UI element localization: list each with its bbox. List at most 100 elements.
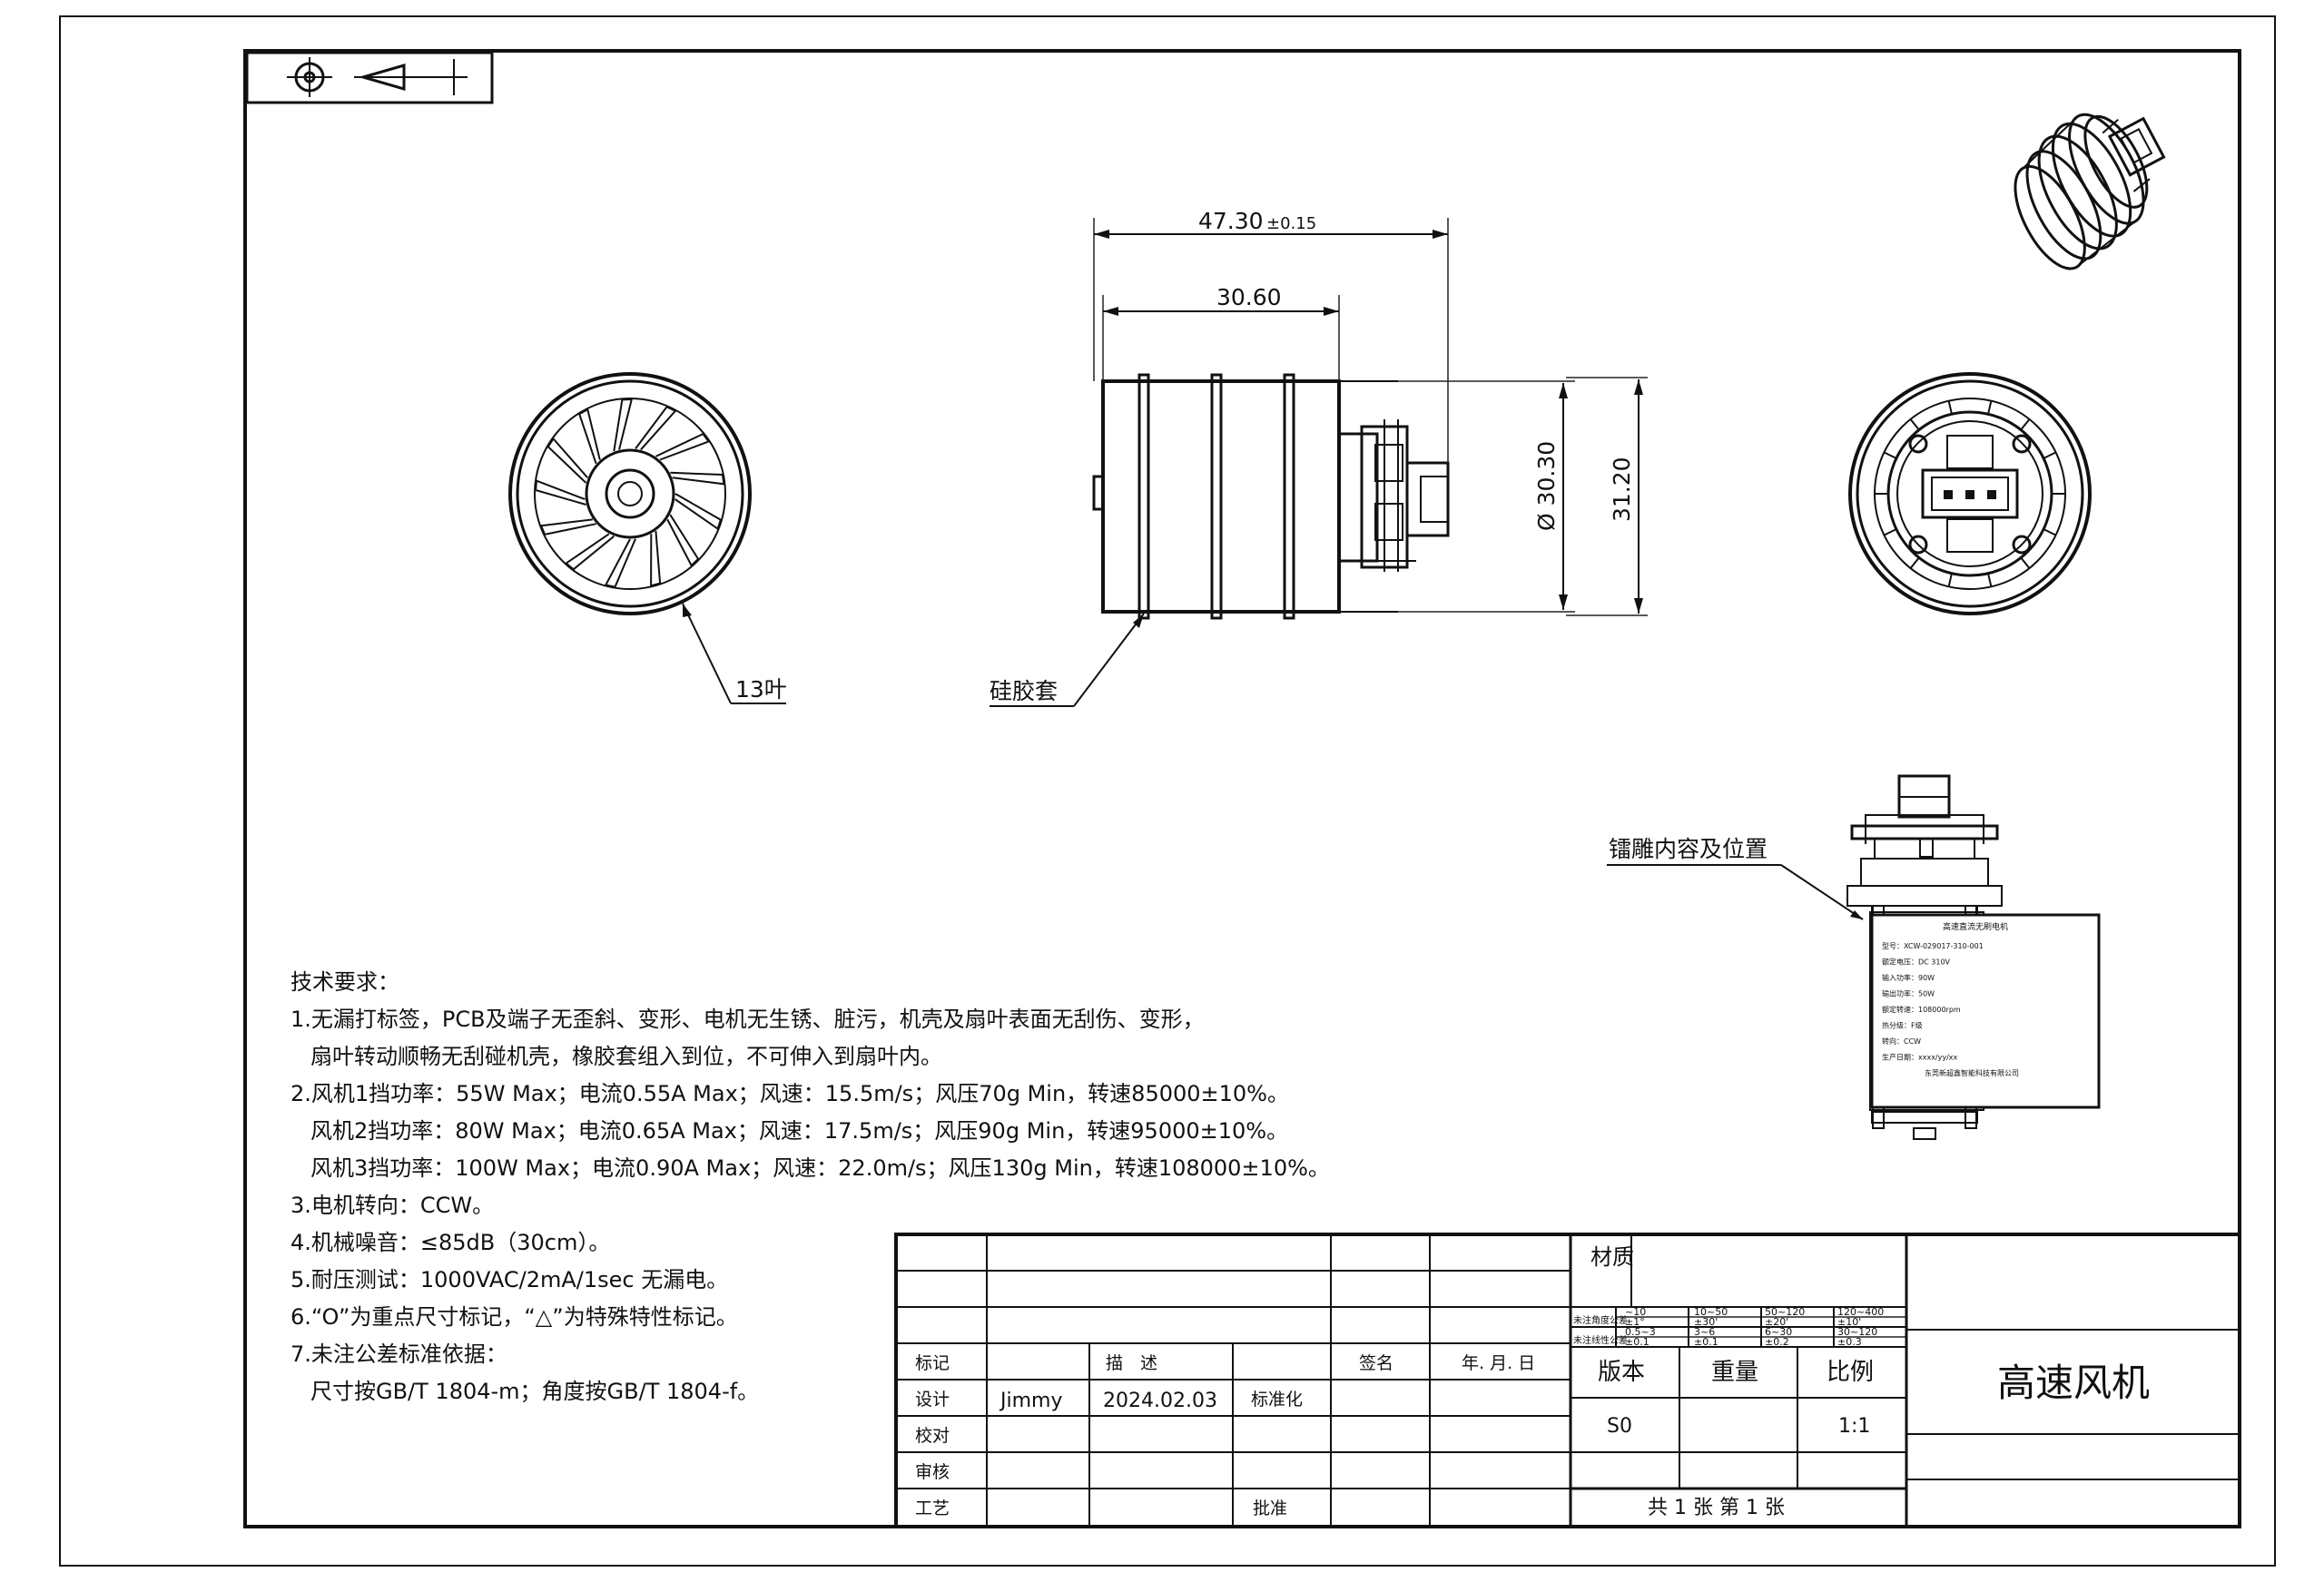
isometric-view-motor (2014, 113, 2166, 270)
tb-review: 审核 (915, 1462, 950, 1482)
tb-mark: 标记 (915, 1353, 950, 1373)
dim-body-length: 30.60 (1216, 284, 1282, 310)
tb-scale: 1:1 (1838, 1415, 1870, 1438)
note-line: 6.“O”为重点尺寸标记，“△”为特殊特性标记。 (290, 1304, 738, 1330)
rear-spoke (2043, 528, 2057, 536)
sleeve-callout-leader (990, 613, 1145, 707)
note-line: 扇叶转动顺畅无刮碰机壳，橡胶套组入到位，不可伸入到扇叶内。 (310, 1044, 942, 1069)
dim-diameter-small: Ø 30.30 (1533, 441, 1560, 531)
side-view-motor (1092, 373, 1450, 620)
fan-blade (604, 538, 636, 588)
tb-description: 描 述 (1106, 1353, 1157, 1373)
fan-blade (547, 437, 588, 484)
tolerance-cell: 6~30 (1765, 1326, 1792, 1338)
tb-weight-label: 重量 (1711, 1359, 1758, 1386)
tolerance-cell: ±10' (1837, 1316, 1861, 1328)
fan-blade (670, 471, 725, 486)
tolerance-cell: ±30' (1694, 1316, 1718, 1328)
nameplate-line: 生产日期：xxxx/yy/xx (1882, 1053, 1958, 1062)
callout-engraving: 镭雕内容及位置 (1609, 836, 1768, 862)
tolerance-cell: ±20' (1765, 1316, 1788, 1328)
tb-check: 校对 (915, 1426, 950, 1446)
callout-sleeve: 硅胶套 (990, 678, 1058, 704)
front-view-fan (508, 372, 752, 615)
projection-symbol-icon (245, 51, 494, 104)
nameplate-line: 转向：CCW (1882, 1037, 1921, 1046)
fan-blade (565, 533, 615, 571)
note-line: 2.风机1挡功率：55W Max；电流0.55A Max；风速：15.5m/s；… (290, 1081, 1289, 1106)
fan-blade (650, 531, 662, 587)
fan-blade (655, 432, 711, 461)
tb-standardization: 标准化 (1251, 1390, 1303, 1410)
rear-spoke (1987, 573, 1993, 587)
tb-version-label: 版本 (1598, 1359, 1645, 1386)
dim-overall-length-tol: ±0.15 (1266, 214, 1316, 233)
tolerance-cell: 3~6 (1694, 1326, 1715, 1338)
fan-blade (675, 493, 723, 531)
title-block-grid (894, 1233, 2241, 1528)
note-line: 风机3挡功率：100W Max；电流0.90A Max；风速：22.0m/s；风… (310, 1155, 1330, 1181)
rear-spoke (2020, 556, 2031, 569)
tb-angle-tol-label: 未注角度公差 (1573, 1314, 1628, 1326)
tb-process: 工艺 (915, 1498, 950, 1518)
nameplate-line: 输出功率：50W (1882, 989, 1935, 998)
tolerance-cell: ~10 (1625, 1306, 1646, 1318)
fan-blade (666, 514, 700, 567)
nameplate-line: 输入功率：90W (1882, 973, 1935, 982)
fan-blade (613, 398, 634, 452)
fan-blade (535, 479, 586, 506)
tolerance-cell: ±0.1 (1694, 1336, 1718, 1348)
rear-spoke (2043, 451, 2057, 459)
engraving-view-motor (1846, 774, 2101, 1140)
engraving-callout-leader (1607, 864, 1864, 920)
tb-approve: 批准 (1253, 1498, 1287, 1518)
rear-spoke (1987, 400, 1993, 415)
dim-diameter-large: 31.20 (1609, 457, 1635, 522)
tb-sheets: 共 1 张 第 1 张 (1648, 1497, 1785, 1519)
tolerance-cell: ±0.3 (1837, 1336, 1862, 1348)
technical-requirements: 技术要求： 1.无漏打标签，PCB及端子无歪斜、变形、电机无生锈、脏污，机壳及扇… (290, 964, 1471, 1410)
rear-spoke (1909, 418, 1920, 431)
tb-date-label: 年. 月. 日 (1462, 1353, 1535, 1373)
dimension-30-60 (1102, 295, 1340, 381)
fan-blade (577, 408, 601, 465)
dimension-47-30 (1093, 218, 1449, 463)
note-line: 风机2挡功率：80W Max；电流0.65A Max；风速：17.5m/s；风压… (310, 1118, 1289, 1144)
rear-spoke (1947, 573, 1953, 587)
fan-blade (635, 405, 677, 451)
nameplate-line: 额定转速：108000rpm (1882, 1005, 1961, 1014)
tolerance-cell: 50~120 (1765, 1306, 1805, 1318)
rear-spoke (1909, 556, 1920, 569)
callout-blades: 13叶 (735, 676, 787, 703)
tolerance-cell: 120~400 (1837, 1306, 1884, 1318)
rear-spoke (1883, 528, 1897, 536)
rear-view-motor (1848, 372, 2092, 615)
note-line: 1.无漏打标签，PCB及端子无歪斜、变形、电机无生锈、脏污，机壳及扇叶表面无刮伤… (290, 1007, 1205, 1032)
fan-blade (539, 518, 596, 536)
rear-spoke (1883, 451, 1897, 459)
tolerance-cell: ±0.2 (1765, 1336, 1789, 1348)
nameplate-line: 热分级：F级 (1882, 1021, 1923, 1030)
dim-overall-length: 47.30 (1198, 208, 1264, 234)
tolerance-cell: ±0.1 (1625, 1336, 1649, 1348)
note-line: 尺寸按GB/T 1804-m；角度按GB/T 1804-f。 (310, 1379, 760, 1404)
tb-scale-label: 比例 (1827, 1359, 1874, 1386)
nameplate-line: 额定电压：DC 310V (1882, 958, 1951, 967)
tolerance-cell: 0.5~3 (1625, 1326, 1656, 1338)
note-line: 7.未注公差标准依据： (290, 1341, 507, 1367)
rear-spoke (1947, 400, 1953, 415)
tb-linear-tol-label: 未注线性公差 (1573, 1334, 1628, 1346)
tb-signature: 签名 (1359, 1353, 1393, 1373)
tolerance-cell: 30~120 (1837, 1326, 1877, 1338)
nameplate-title: 高速直流无刷电机 (1943, 921, 2008, 932)
outer-border (59, 15, 2276, 1567)
tb-design-date: 2024.02.03 (1103, 1390, 1217, 1412)
tb-part-name: 高速风机 (1997, 1361, 2150, 1405)
tb-material-label: 材质 (1590, 1244, 1634, 1270)
blade-callout-leader (682, 603, 786, 704)
tb-designer: Jimmy (999, 1390, 1062, 1412)
tolerance-cell: ±1° (1625, 1316, 1645, 1328)
dimension-diameters (1398, 377, 1648, 616)
rear-spoke (2020, 418, 2031, 431)
